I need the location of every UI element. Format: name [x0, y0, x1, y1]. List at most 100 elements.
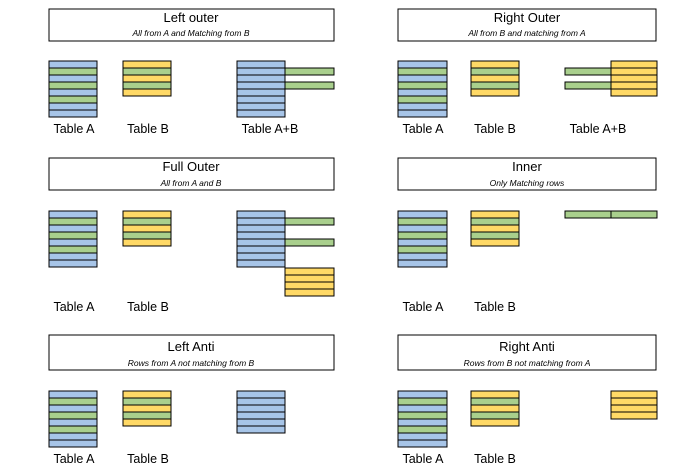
table-row [397, 95, 448, 104]
table-row [397, 224, 448, 233]
table-row [397, 390, 448, 399]
table-row [284, 67, 335, 76]
matched-row [564, 67, 612, 76]
table-row [48, 439, 98, 448]
table-label: Table B [127, 452, 169, 466]
table-row [470, 67, 520, 76]
table-row [610, 67, 658, 76]
table-row [122, 210, 172, 219]
table-row [236, 74, 286, 83]
table-a [397, 210, 448, 268]
table-a-plus-b [610, 60, 658, 97]
table-label: Table B [127, 122, 169, 136]
table-a [397, 60, 448, 118]
panel-subtitle: Only Matching rows [490, 178, 565, 188]
table-row [470, 74, 520, 83]
panel-subtitle: All from A and Matching from B [132, 28, 250, 38]
table-row [48, 217, 98, 226]
table-row [470, 60, 520, 69]
unmatched-b-rows [284, 267, 335, 297]
panel-full-outer: Full Outer All from A and B Table A Tabl… [48, 157, 335, 314]
table-row [236, 102, 286, 111]
panel-right-outer: Right Outer All from B and matching from… [397, 8, 658, 136]
title-box [48, 8, 335, 42]
table-row [48, 88, 98, 97]
table-a [48, 390, 98, 448]
table-row [48, 231, 98, 240]
table-row [48, 81, 98, 90]
table-row [470, 238, 520, 247]
table-row [122, 81, 172, 90]
table-row [397, 231, 448, 240]
table-row [48, 432, 98, 441]
table-label: Table A [402, 122, 444, 136]
table-label: Table A+B [570, 122, 627, 136]
panel-title: Right Outer [494, 10, 561, 25]
table-row [470, 224, 520, 233]
table-label: Table A [53, 300, 95, 314]
table-row [397, 210, 448, 219]
table-row [122, 74, 172, 83]
table-row [284, 267, 335, 276]
table-row [397, 411, 448, 420]
table-a [48, 210, 98, 268]
result-rows [236, 390, 286, 434]
panel-left-outer: Left outer All from A and Matching from … [48, 8, 335, 136]
table-row [48, 390, 98, 399]
panel-subtitle: All from A and B [160, 178, 222, 188]
table-row [48, 210, 98, 219]
table-row [236, 67, 286, 76]
table-row [122, 88, 172, 97]
table-row [397, 74, 448, 83]
table-row [236, 245, 286, 254]
table-row [470, 210, 520, 219]
table-row [610, 60, 658, 69]
table-label: Table A [53, 452, 95, 466]
table-row [397, 397, 448, 406]
table-row [236, 418, 286, 427]
table-b [470, 210, 520, 247]
table-row [610, 397, 658, 406]
table-row [48, 404, 98, 413]
panel-inner: Inner Only Matching rows Table A Table B [397, 157, 658, 314]
panel-title: Left outer [164, 10, 220, 25]
table-row [610, 210, 658, 219]
table-row [122, 231, 172, 240]
table-row [236, 404, 286, 413]
table-b [470, 390, 520, 427]
table-row [397, 88, 448, 97]
title-box [48, 157, 335, 191]
table-row [564, 81, 612, 90]
panel-subtitle: Rows from B not matching from A [464, 358, 591, 368]
table-label: Table A+B [242, 122, 299, 136]
panel-subtitle: All from B and matching from A [467, 28, 586, 38]
table-label: Table B [474, 122, 516, 136]
matched-row [284, 67, 335, 76]
table-row [470, 418, 520, 427]
table-row [470, 88, 520, 97]
table-row [470, 411, 520, 420]
table-row [48, 224, 98, 233]
table-label: Table B [474, 300, 516, 314]
table-row [397, 245, 448, 254]
result-rows [610, 390, 658, 420]
matched-row [564, 210, 612, 219]
table-row [610, 390, 658, 399]
table-row [397, 67, 448, 76]
table-row [48, 95, 98, 104]
table-row [236, 217, 286, 226]
table-row [48, 60, 98, 69]
table-row [397, 439, 448, 448]
table-row [122, 217, 172, 226]
table-row [122, 411, 172, 420]
table-row [470, 397, 520, 406]
table-row [470, 81, 520, 90]
table-row [284, 281, 335, 290]
table-row [284, 217, 335, 226]
table-row [48, 109, 98, 118]
table-row [397, 432, 448, 441]
table-row [236, 210, 286, 219]
table-row [122, 404, 172, 413]
table-row [236, 425, 286, 434]
table-row [397, 425, 448, 434]
